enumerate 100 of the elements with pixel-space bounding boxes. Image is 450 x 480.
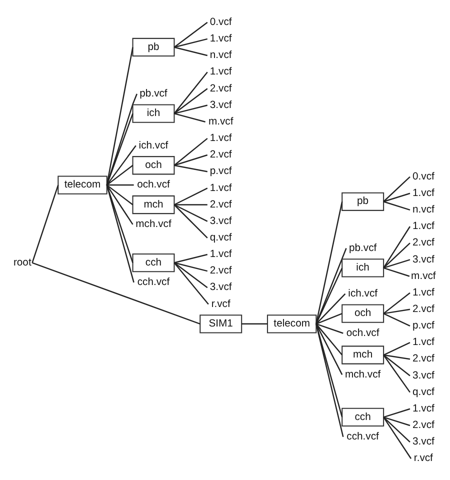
node-box: och [342, 304, 384, 322]
connector [383, 408, 410, 418]
node-text: 1.vcf [210, 33, 232, 44]
node-text: 3.vcf [412, 436, 434, 448]
node-text: pb.vcf [349, 242, 377, 254]
node-text: r.vcf [211, 298, 230, 310]
connector [316, 248, 347, 324]
connector [106, 184, 134, 224]
node-text: n.vcf [412, 204, 434, 216]
node-box: pb [132, 37, 175, 56]
node-text: 1.vcf [210, 182, 232, 194]
connector [316, 323, 344, 437]
node-box: och [132, 156, 175, 174]
connector [174, 112, 206, 122]
node-box: mch [132, 194, 175, 214]
connector [383, 354, 410, 392]
connector [383, 266, 410, 276]
node-text: m.vcf [411, 270, 436, 282]
node-text: 0.vcf [210, 16, 232, 28]
node-text: 1.vcf [412, 402, 434, 414]
node-text: 2.vcf [412, 237, 434, 248]
connector [174, 137, 208, 166]
connector [383, 312, 410, 326]
node-text: och.vcf [346, 327, 380, 338]
node-text: 1.vcf [412, 336, 434, 348]
node-text: 3.vcf [210, 99, 232, 110]
connector [383, 416, 412, 458]
connector [106, 184, 134, 186]
connector [174, 204, 208, 205]
node-text: 1.vcf [412, 220, 434, 232]
connector [32, 262, 200, 324]
connector [106, 184, 134, 262]
node-text: 3.vcf [210, 215, 232, 226]
node-box: SIM1 [200, 314, 242, 333]
connector [174, 187, 208, 205]
connector [174, 204, 208, 238]
node-text: 2.vcf [412, 353, 434, 364]
connector [174, 38, 208, 48]
node-text: p.vcf [412, 320, 434, 332]
connector [383, 200, 410, 210]
connector [106, 184, 134, 282]
connector [383, 354, 410, 360]
node-box: cch [132, 252, 175, 272]
node-text: och.vcf [137, 179, 170, 190]
connector [174, 46, 208, 56]
node-text: 1.vcf [210, 66, 232, 78]
connector [383, 416, 410, 442]
connector [174, 262, 208, 288]
connector [106, 112, 134, 185]
connector [32, 184, 59, 262]
connector [174, 104, 208, 114]
connector [316, 322, 344, 334]
node-text: q.vcf [210, 232, 232, 243]
node-text: 3.vcf [412, 370, 434, 381]
node-text: 2.vcf [412, 420, 434, 431]
node-box: telecom [58, 175, 108, 194]
node-text: 1.vcf [210, 248, 232, 260]
connector [316, 312, 342, 324]
node-text: 1.vcf [210, 132, 232, 144]
connector [174, 253, 208, 263]
node-text: 0.vcf [412, 170, 434, 182]
connector [383, 192, 410, 202]
connector [174, 204, 208, 222]
connector [316, 201, 343, 324]
node-box: mch [342, 345, 384, 364]
connector [106, 164, 134, 186]
node-text: cch.vcf [346, 430, 379, 442]
node-box: cch [342, 407, 384, 426]
connector [174, 164, 208, 172]
node-text: mch.vcf [136, 218, 172, 230]
connector [316, 323, 343, 417]
connector [383, 176, 410, 202]
connector [174, 21, 208, 48]
node-text: m.vcf [208, 116, 234, 127]
node-text: 2.vcf [412, 304, 434, 315]
connector [174, 71, 208, 114]
connector [106, 184, 134, 205]
connector [106, 46, 134, 185]
node-text: pb.vcf [140, 88, 168, 99]
node-text: r.vcf [414, 452, 433, 464]
node-text: 2.vcf [210, 149, 232, 160]
node-box: pb [342, 192, 384, 210]
connector [316, 292, 346, 324]
node-text: ich.vcf [138, 140, 168, 151]
node-text: mch.vcf [344, 368, 381, 380]
node-box: telecom [266, 314, 317, 333]
node-text: 3.vcf [210, 282, 232, 293]
node-text: q.vcf [412, 386, 434, 398]
connector [316, 323, 343, 374]
connector [383, 416, 410, 426]
connector [174, 154, 208, 166]
connector [106, 144, 136, 185]
connector [174, 262, 209, 304]
connector [383, 242, 410, 268]
connector [174, 262, 208, 272]
node-text: root [13, 256, 32, 268]
connector [316, 323, 343, 355]
node-text: 2.vcf [210, 198, 232, 210]
node-box: ich [132, 104, 175, 122]
node-text: 1.vcf [412, 187, 434, 198]
